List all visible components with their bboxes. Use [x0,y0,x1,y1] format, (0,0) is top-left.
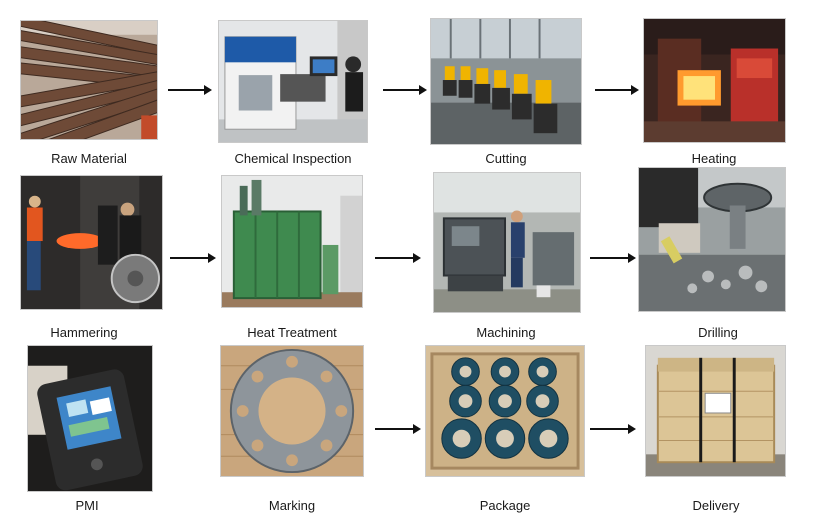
heat-treatment-photo [221,175,363,308]
step-label-machining: Machining [476,325,536,340]
chemical-inspection-photo [218,20,368,143]
arrow-hammering-to-heat-treatment [170,253,216,263]
machining-photo [433,172,581,313]
package-photo [425,345,585,477]
arrow-chemical-to-cutting [383,85,427,95]
step-label-drilling: Drilling [698,325,738,340]
step-label-pmi: PMI [75,498,99,513]
step-label-hammering: Hammering [50,325,118,340]
pmi-photo [27,345,153,492]
raw-material-photo [20,20,158,140]
step-label-delivery: Delivery [692,498,740,513]
hammering-photo [20,175,163,310]
step-label-cutting: Cutting [485,151,527,166]
arrow-package-to-delivery [590,424,636,434]
marking-photo [220,345,364,477]
step-label-chemical-inspection: Chemical Inspection [234,151,352,166]
arrow-marking-to-package [375,424,421,434]
drilling-photo [638,167,786,312]
heating-photo [643,18,786,143]
step-label-heating: Heating [691,151,737,166]
arrow-heat-treatment-to-machining [375,253,421,263]
step-label-heat-treatment: Heat Treatment [247,325,337,340]
arrow-raw-to-chemical [168,85,212,95]
arrow-cutting-to-heating [595,85,639,95]
step-label-raw-material: Raw Material [51,151,127,166]
step-label-package: Package [479,498,531,513]
arrow-machining-to-drilling [590,253,636,263]
cutting-photo [430,18,582,145]
step-label-marking: Marking [268,498,316,513]
delivery-photo [645,345,786,477]
